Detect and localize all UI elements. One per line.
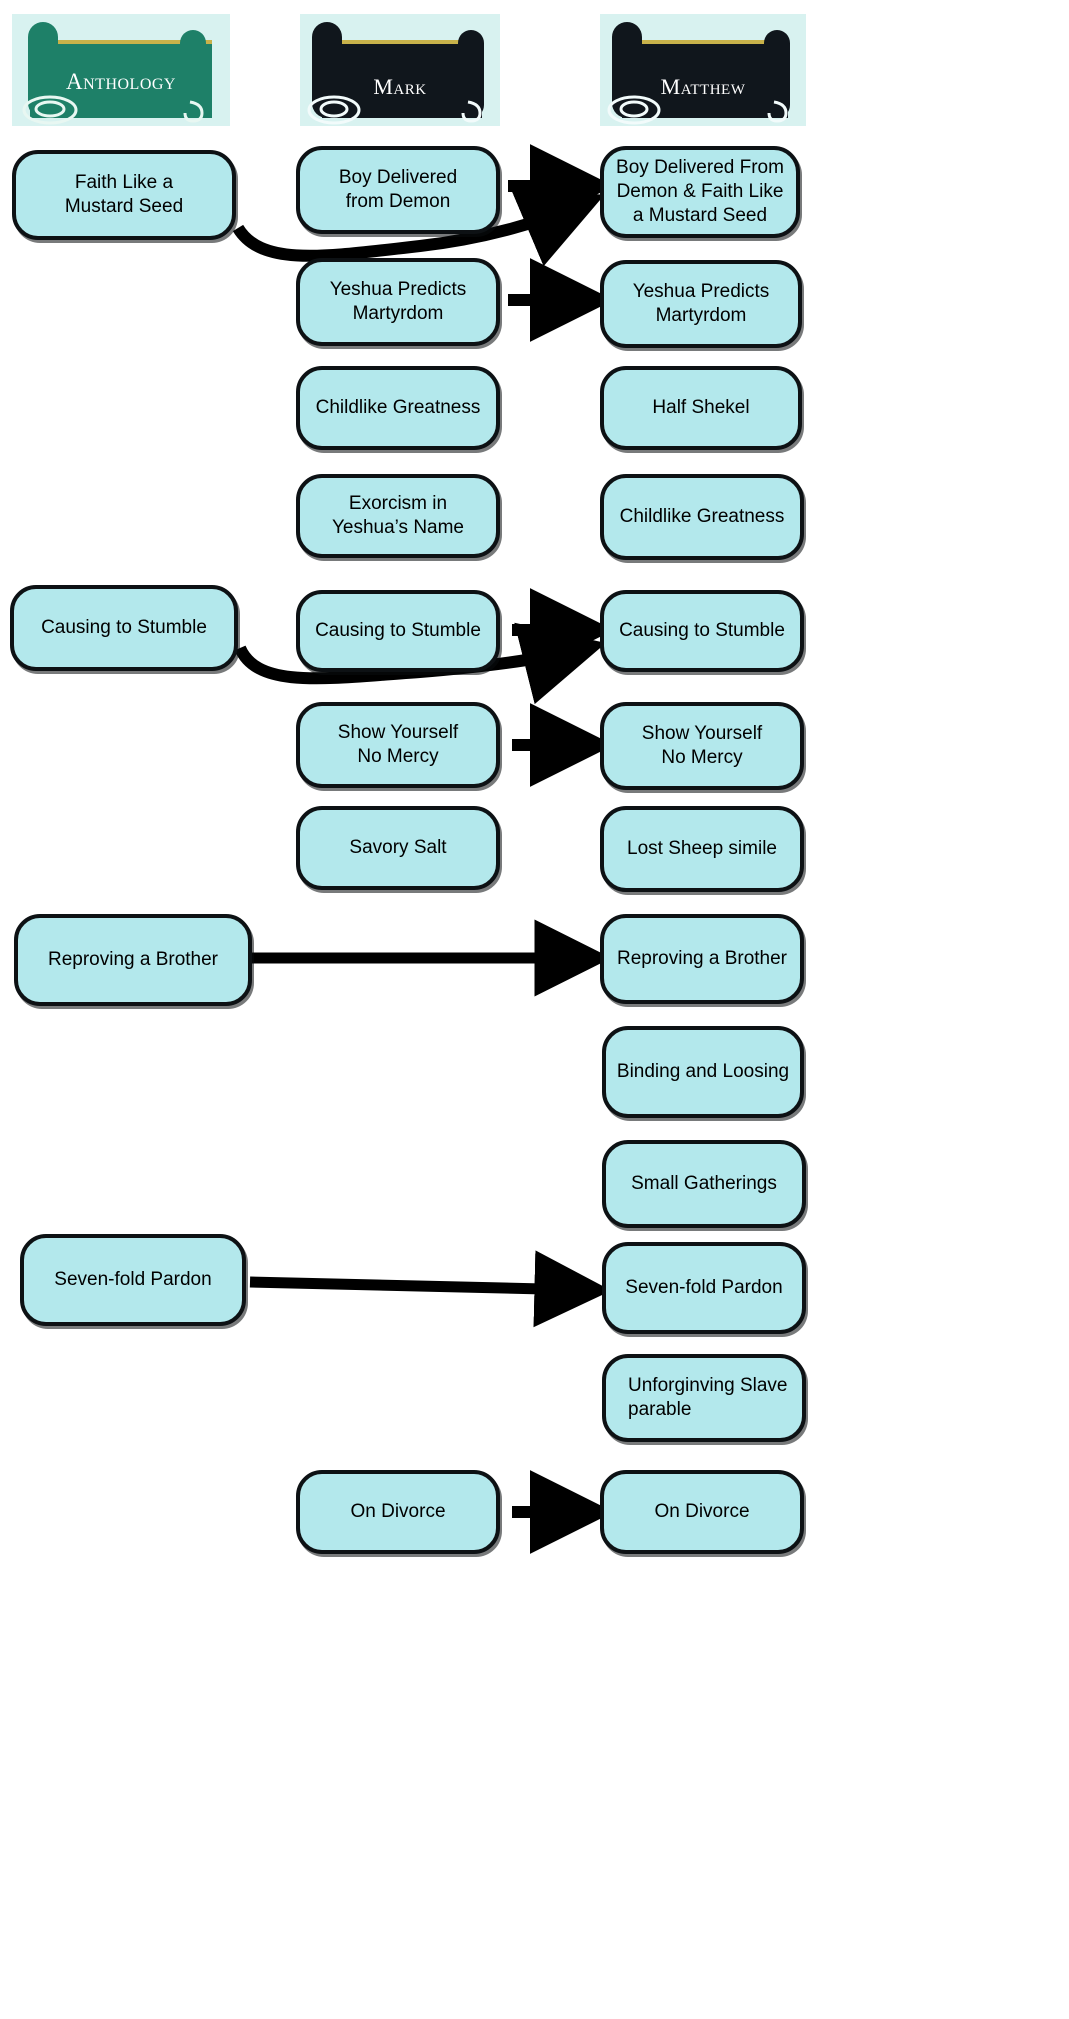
node-mark-savory-salt[interactable]: Savory Salt (296, 806, 500, 890)
node-label: Causing to Stumble (41, 616, 207, 638)
node-anthology-seven-fold-pardon[interactable]: Seven-fold Pardon (20, 1234, 246, 1326)
node-label: Childlike Greatness (315, 396, 481, 418)
node-label: Seven-fold Pardon (625, 1276, 783, 1298)
node-label: Childlike Greatness (619, 505, 785, 527)
node-label: Binding and Loosing (616, 1060, 790, 1082)
node-label: Lost Sheep simile (627, 837, 777, 859)
node-mark-causing-to-stumble[interactable]: Causing to Stumble (296, 590, 500, 672)
node-label: Half Shekel (652, 396, 750, 418)
node-label: On Divorce (350, 1500, 446, 1522)
node-matthew-on-divorce[interactable]: On Divorce (600, 1470, 804, 1554)
node-matthew-childlike-greatness[interactable]: Childlike Greatness (600, 474, 804, 560)
node-label: Causing to Stumble (315, 619, 481, 641)
scroll-icon (607, 22, 790, 125)
node-anthology-reproving-a-brother[interactable]: Reproving a Brother (14, 914, 252, 1006)
node-label: On Divorce (654, 1500, 750, 1522)
node-label: Small Gatherings (631, 1172, 777, 1194)
node-matthew-half-shekel[interactable]: Half Shekel (600, 366, 802, 450)
node-matthew-causing-to-stumble[interactable]: Causing to Stumble (600, 590, 804, 672)
node-label: Savory Salt (349, 836, 447, 858)
column-header-mark: Mark (300, 14, 500, 126)
node-matthew-binding-and-loosing[interactable]: Binding and Loosing (602, 1026, 804, 1118)
node-matthew-small-gatherings[interactable]: Small Gatherings (602, 1140, 806, 1228)
node-label: Causing to Stumble (619, 619, 785, 641)
node-label: Reproving a Brother (616, 947, 788, 969)
column-header-anthology: Anthology (12, 14, 230, 126)
arrow-seven-fold-pardon (249, 1250, 612, 1328)
node-label: Reproving a Brother (47, 948, 219, 970)
node-mark-on-divorce[interactable]: On Divorce (296, 1470, 500, 1554)
scroll-icon (22, 22, 212, 125)
column-header-matthew: Matthew (600, 14, 806, 126)
node-mark-childlike-greatness[interactable]: Childlike Greatness (296, 366, 500, 450)
node-anthology-causing-to-stumble[interactable]: Causing to Stumble (10, 585, 238, 671)
node-matthew-reproving-a-brother[interactable]: Reproving a Brother (600, 914, 804, 1004)
node-label: Seven-fold Pardon (54, 1268, 212, 1290)
node-matthew-seven-fold-pardon[interactable]: Seven-fold Pardon (602, 1242, 806, 1334)
node-matthew-lost-sheep-simile[interactable]: Lost Sheep simile (600, 806, 804, 892)
scroll-icon (307, 22, 484, 125)
